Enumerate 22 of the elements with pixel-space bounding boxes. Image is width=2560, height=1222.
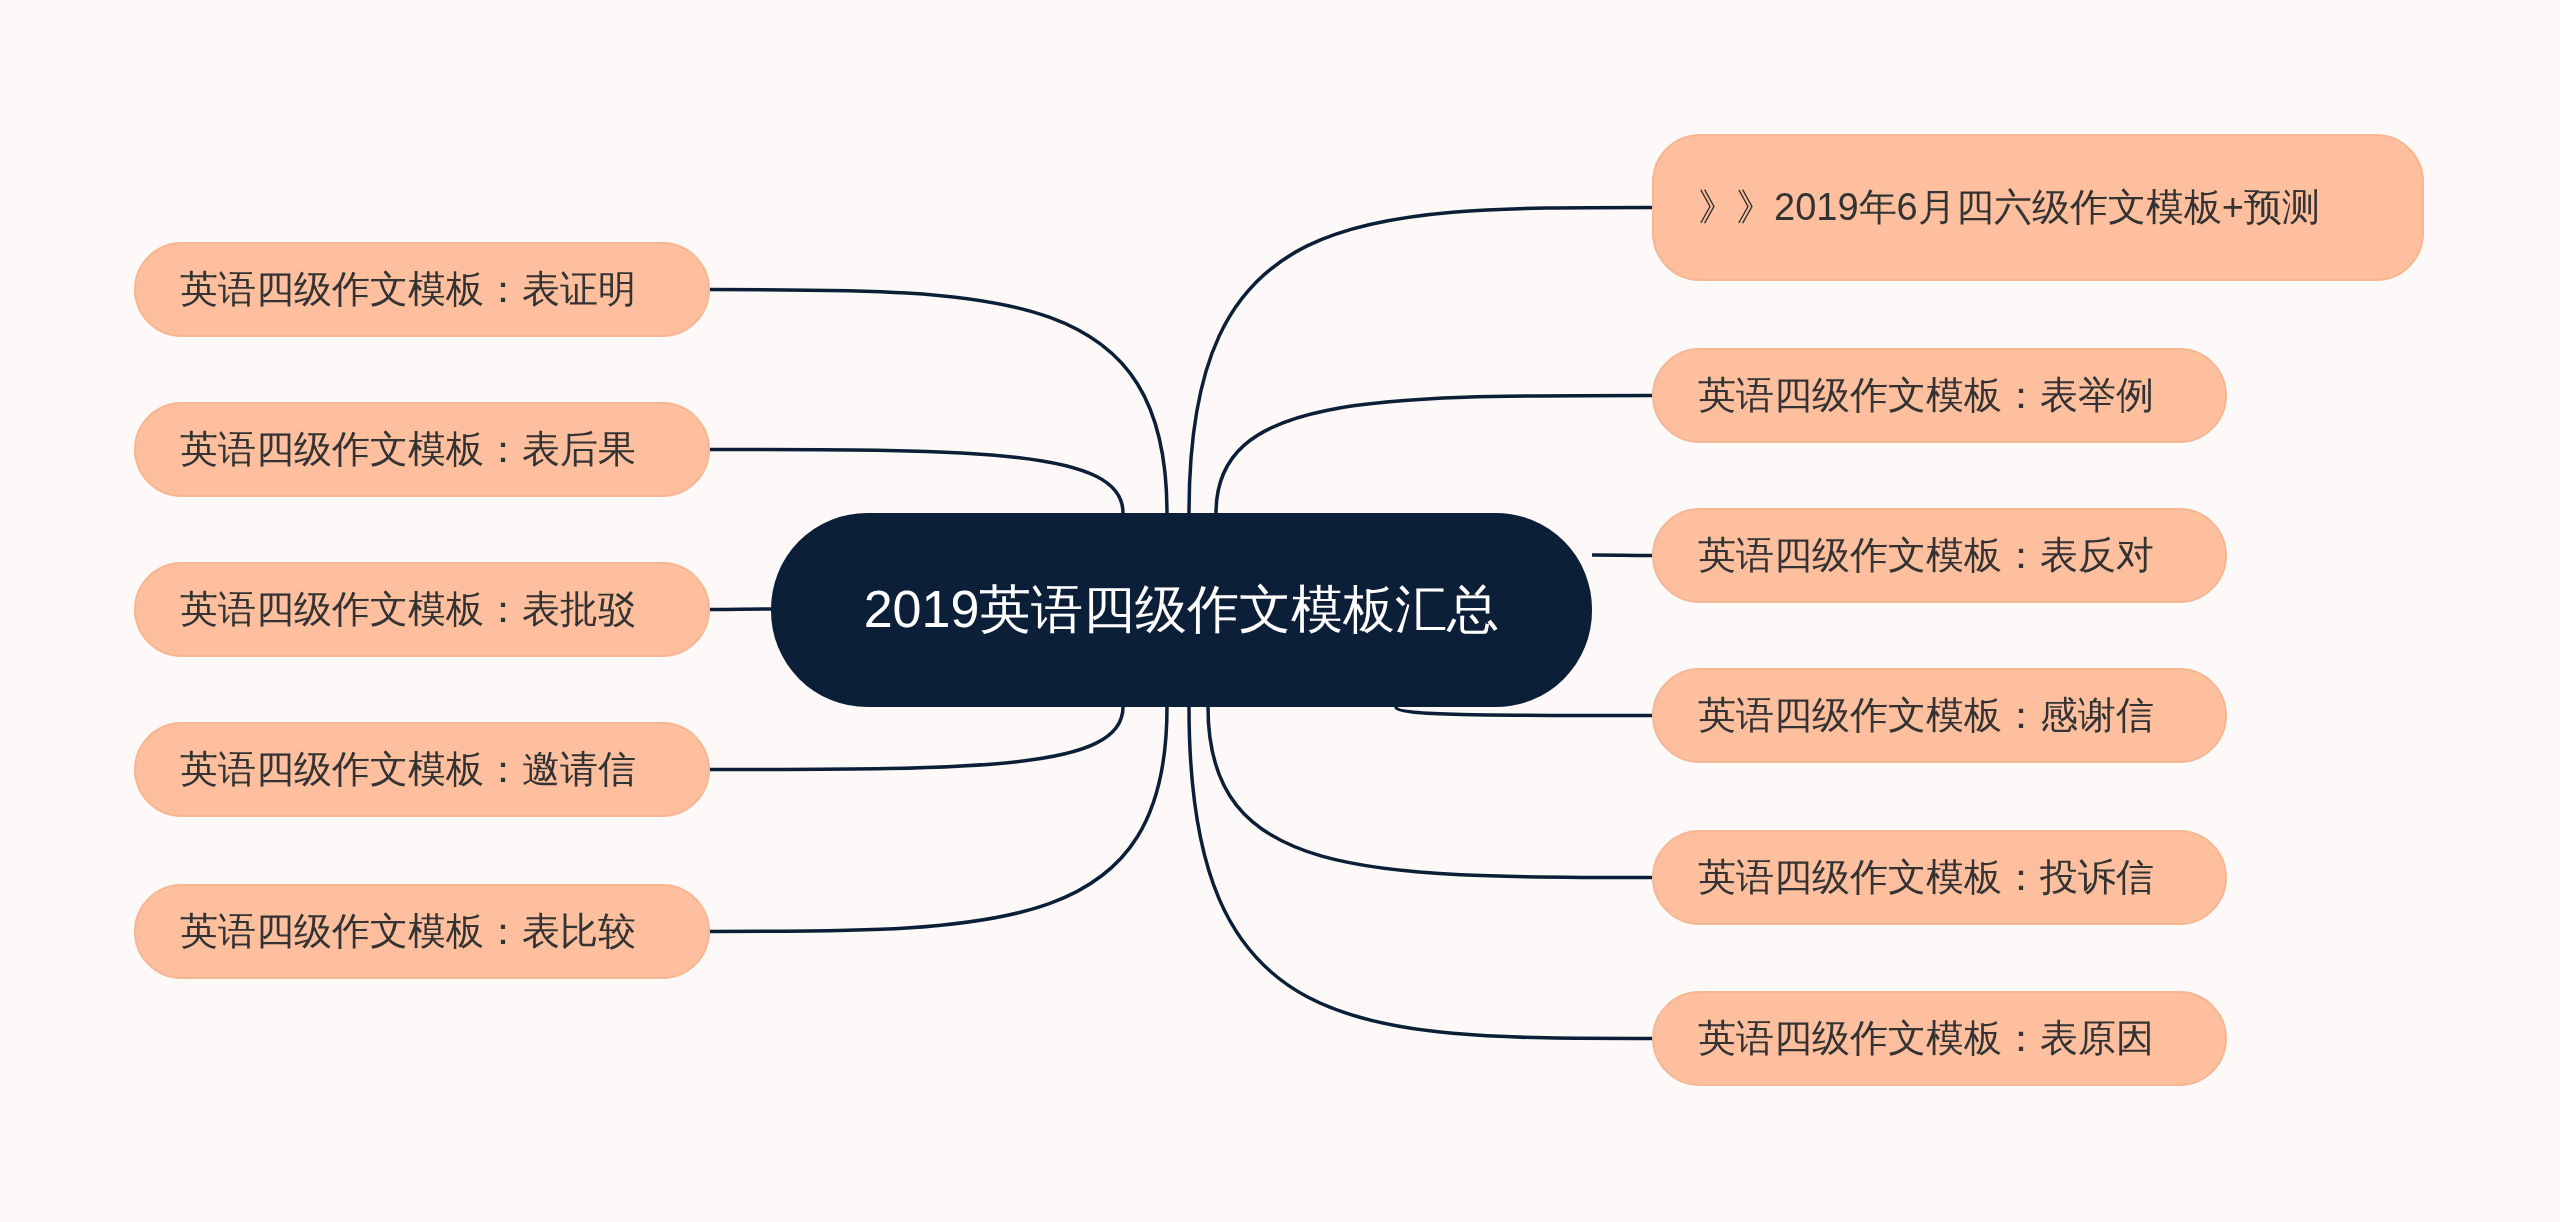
connector-line bbox=[710, 706, 1169, 934]
topic-box: 英语四级作文模板：表原因 bbox=[1652, 991, 2227, 1086]
connector-line bbox=[1214, 393, 1652, 514]
topic-box: 英语四级作文模板：邀请信 bbox=[134, 722, 710, 817]
topic-box: 英语四级作文模板：表证明 bbox=[134, 242, 710, 337]
connector-line bbox=[710, 607, 771, 612]
topic-box: 英语四级作文模板：表后果 bbox=[134, 402, 710, 497]
topic-box: 》》2019年6月四六级作文模板+预测 bbox=[1652, 134, 2424, 281]
connector-line bbox=[710, 706, 1125, 772]
connector-line bbox=[1206, 706, 1652, 880]
topic-box: 英语四级作文模板：感谢信 bbox=[1652, 668, 2227, 763]
central-topic-box: 2019英语四级作文模板汇总 bbox=[771, 513, 1592, 707]
connector-line bbox=[1394, 705, 1652, 718]
topic-box: 英语四级作文模板：表比较 bbox=[134, 884, 710, 979]
topic-box: 英语四级作文模板：表反对 bbox=[1652, 508, 2227, 603]
topic-box: 英语四级作文模板：投诉信 bbox=[1652, 830, 2227, 925]
topic-box: 英语四级作文模板：表举例 bbox=[1652, 348, 2227, 443]
connector-line bbox=[710, 287, 1169, 514]
topic-box: 英语四级作文模板：表批驳 bbox=[134, 562, 710, 657]
connector-line bbox=[710, 447, 1125, 514]
connector-line bbox=[1187, 205, 1652, 514]
connector-line bbox=[1592, 553, 1652, 558]
